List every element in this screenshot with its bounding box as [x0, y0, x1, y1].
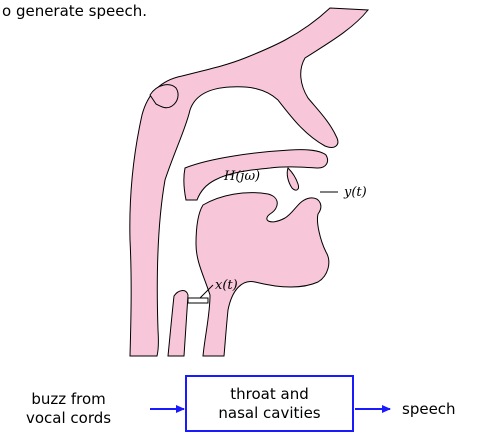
output-signal-label: y(t)	[343, 185, 367, 200]
input-line-1: buzz from	[26, 390, 111, 409]
epiglottis	[168, 291, 188, 356]
tongue	[196, 193, 329, 356]
input-signal-label: x(t)	[215, 278, 238, 293]
system-line-1: throat and	[230, 385, 308, 404]
uvula	[287, 168, 298, 190]
input-block-label: buzz from vocal cords	[26, 390, 111, 428]
vocal-cords	[188, 298, 208, 303]
transfer-function-label: H(jω)	[223, 169, 260, 184]
output-block-label: speech	[402, 400, 456, 419]
input-line-2: vocal cords	[26, 409, 111, 428]
system-line-2: nasal cavities	[218, 404, 320, 423]
system-block: throat and nasal cavities	[185, 375, 354, 432]
